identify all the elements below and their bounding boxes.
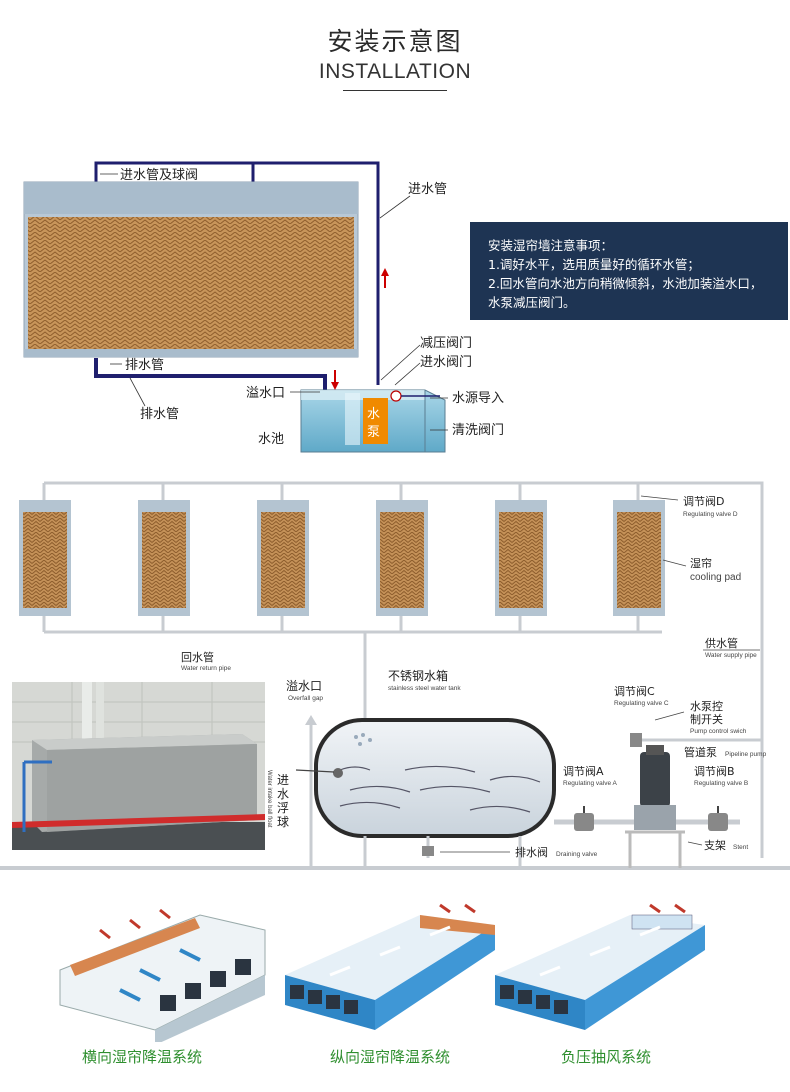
label-pad: 湿帘 xyxy=(690,556,712,570)
label-supply-pipe-en: Water supply pipe xyxy=(705,652,757,659)
label-pad-en: cooling pad xyxy=(690,572,741,583)
system-label-longitudinal: 纵向湿帘降温系统 xyxy=(330,1048,451,1066)
system-longitudinal xyxy=(285,903,495,1030)
label-valve-d-en: Regulating valve D xyxy=(683,511,738,518)
note-line-2: 2.回水管向水池方向稍微倾斜，水池加装溢水口， xyxy=(488,276,763,291)
label-valve-c: 调节阀C xyxy=(614,684,655,698)
pump-char-2: 泵 xyxy=(367,425,380,440)
label-inlet-valve: 进水阀门 xyxy=(420,355,472,370)
label-pipeline-pump: 管道泵 xyxy=(684,745,717,759)
cooling-systems-illustrations xyxy=(59,903,705,1042)
label-inlet-pipe: 进水管 xyxy=(408,182,447,197)
label-pool: 水池 xyxy=(258,432,284,447)
installation-notes: 安装湿帘墙注意事项： 1.调好水平，选用质量好的循环水管； 2.回水管向水池方向… xyxy=(470,222,788,320)
label-valve-c-en: Regulating valve C xyxy=(614,700,669,707)
label-valve-b: 调节阀B xyxy=(694,764,735,778)
cooling-pad-4 xyxy=(376,483,428,632)
label-pump-switch-en: Pump control swich xyxy=(690,728,747,735)
tank-photo xyxy=(12,682,265,850)
label-return-pipe: 回水管 xyxy=(181,650,214,664)
cooling-pad-6 xyxy=(613,483,665,632)
label-overflow-gap-en: Overfall gap xyxy=(288,695,323,702)
pump-char-1: 水 xyxy=(367,407,380,422)
note-line-3: 水泵减压阀门。 xyxy=(488,295,576,310)
label-drain-pipe-bottom: 排水管 xyxy=(140,407,179,422)
label-tank: 不锈钢水箱 xyxy=(388,668,448,683)
label-float-en: Water intake ball float xyxy=(266,770,272,828)
system-label-negative-pressure: 负压抽风系统 xyxy=(561,1048,652,1066)
cooling-pad-3 xyxy=(257,483,309,632)
page-title: 安装示意图 xyxy=(327,27,463,56)
page-subtitle: INSTALLATION xyxy=(318,60,472,83)
label-overflow-gap: 溢水口 xyxy=(286,679,322,693)
label-drain-pipe-top: 排水管 xyxy=(125,358,164,373)
label-valve-b-en: Regulating valve B xyxy=(694,780,748,787)
cooling-pad-2 xyxy=(138,483,190,632)
label-float-1: 进 xyxy=(277,773,289,787)
label-pump-switch-1: 水泵控 xyxy=(690,699,723,713)
system-negative-pressure xyxy=(495,903,705,1030)
water-tank-system-diagram: 调节阀D Regulating valve D 湿帘 cooling pad 回… xyxy=(0,481,790,870)
label-stent-en: Stent xyxy=(733,844,748,851)
label-float-4: 球 xyxy=(277,815,289,829)
label-float-3: 浮 xyxy=(277,801,289,815)
cooling-pad-1 xyxy=(19,483,71,632)
note-line-1: 1.调好水平，选用质量好的循环水管； xyxy=(488,257,700,272)
title-underline xyxy=(343,90,447,91)
note-title: 安装湿帘墙注意事项： xyxy=(488,238,614,253)
label-drain-valve-en: Draining valve xyxy=(556,851,598,858)
system-label-horizontal: 横向湿帘降温系统 xyxy=(82,1048,203,1066)
label-valve-a-en: Regulating valve A xyxy=(563,780,618,787)
label-drain-valve: 排水阀 xyxy=(515,845,548,859)
label-float-2: 水 xyxy=(277,787,289,801)
stainless-tank xyxy=(314,718,556,838)
label-water-source: 水源导入 xyxy=(452,391,504,406)
label-valve-d: 调节阀D xyxy=(683,494,724,508)
label-inlet-pipe-valve: 进水管及球阀 xyxy=(120,168,198,183)
label-valve-a: 调节阀A xyxy=(563,764,604,778)
label-supply-pipe: 供水管 xyxy=(705,636,738,650)
wall-installation-diagram: 水 泵 进水管及球阀 进水管 排水管 排水管 减压阀门 进水阀门 溢水口 水源导… xyxy=(23,161,504,453)
label-overflow: 溢水口 xyxy=(246,386,285,401)
water-pump xyxy=(363,398,388,444)
pipeline-pump xyxy=(634,745,676,830)
label-pipeline-pump-en: Pipeline pump xyxy=(725,751,767,758)
label-pump-switch-2: 制开关 xyxy=(690,712,723,726)
label-stent: 支架 xyxy=(704,839,726,852)
system-horizontal xyxy=(59,908,266,1042)
cooling-pad-5 xyxy=(495,483,547,632)
label-return-pipe-en: Water return pipe xyxy=(181,665,231,672)
label-pressure-valve: 减压阀门 xyxy=(420,336,472,351)
label-tank-en: stainless steel water tank xyxy=(388,685,461,692)
label-cleaning-valve: 清洗阀门 xyxy=(452,423,504,438)
